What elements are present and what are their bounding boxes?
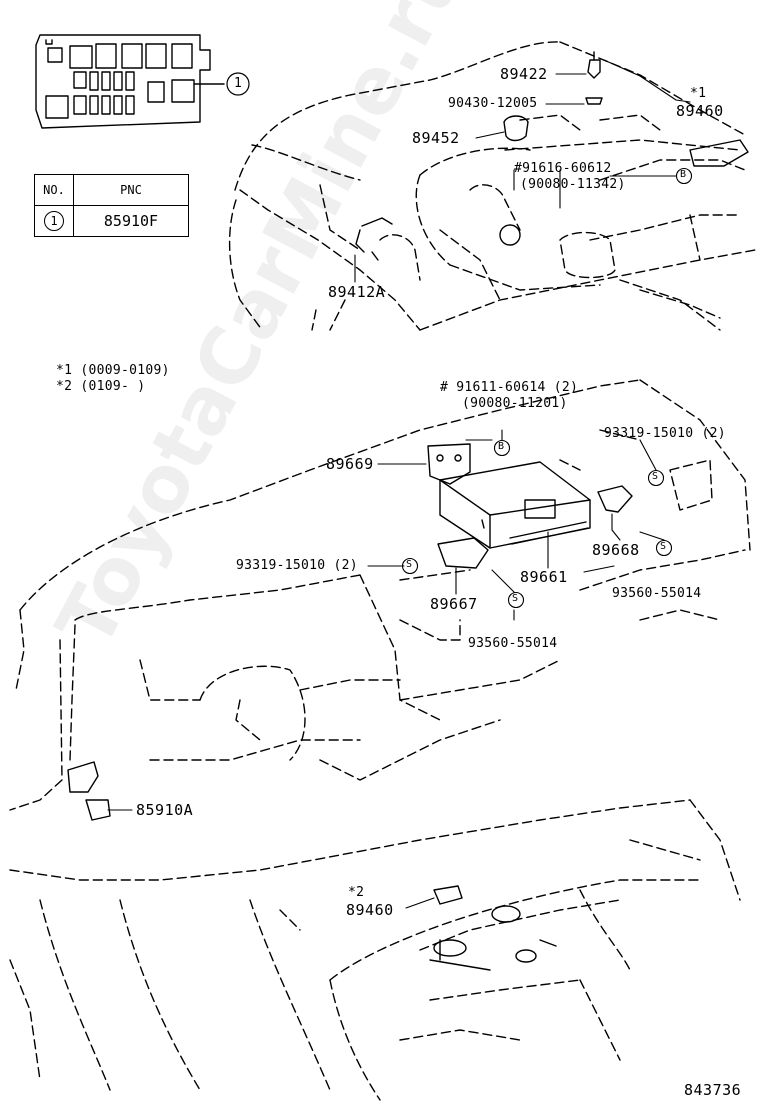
part-90430-12005-label: 90430-12005 (448, 96, 538, 111)
lower-drawing (9, 799, 741, 1101)
engine-bay-drawing (228, 41, 756, 331)
table-header-no: NO. (34, 174, 74, 206)
figure-number: 843736 (684, 1081, 742, 1099)
part-89460-lower-label: 89460 (346, 901, 394, 919)
part-89412A-label: 89412A (328, 283, 386, 301)
part-89460-upper-label: 89460 (676, 102, 724, 120)
connector-85910A-drawing (67, 761, 111, 821)
part-89667-label: 89667 (430, 595, 478, 613)
part-91616-60612-label: #91616-60612 (514, 161, 612, 176)
symbol-s-left-label: S (406, 559, 413, 570)
part-89452-label: 89452 (412, 129, 460, 147)
symbol-s-center-label: S (512, 593, 519, 604)
symbol-circles-middle (401, 439, 673, 609)
table-cell-no: 1 (34, 205, 74, 237)
lower-leader-lines (405, 897, 435, 909)
upper-leader-lines (354, 59, 691, 283)
part-93560-55014-right-label: 93560-55014 (612, 586, 702, 601)
parts-table: NO. PNC 1 85910F (34, 174, 189, 237)
part-89669-label: 89669 (326, 455, 374, 473)
bracket-89667-drawing (437, 537, 489, 569)
engine-parts-drawing (355, 51, 749, 261)
symbol-b-upper-label: B (680, 169, 687, 180)
bracket-89668-drawing (597, 485, 633, 513)
star-1-label: *1 (690, 86, 707, 101)
table-cell-pnc: 85910F (73, 205, 189, 237)
bracket-89669-drawing (427, 443, 471, 485)
callout-1-label: 1 (234, 76, 243, 91)
callout-circle-1 (226, 72, 250, 96)
note-2: *2 (0109- ) (56, 379, 146, 394)
part-93560-55014-center-label: 93560-55014 (468, 636, 558, 651)
ecu-drawing (439, 461, 591, 549)
part-90080-11342-label: (90080-11342) (520, 177, 626, 192)
part-89422-label: 89422 (500, 65, 548, 83)
symbol-s-right-upper-label: S (652, 471, 659, 482)
star-2-label: *2 (348, 885, 365, 900)
part-89668-label: 89668 (592, 541, 640, 559)
note-1: *1 (0009-0109) (56, 363, 170, 378)
part-93319-15010-left-label: 93319-15010 (2) (236, 558, 358, 573)
table-row-callout-circle: 1 (44, 211, 64, 231)
part-91611-60614-label: # 91611-60614 (2) (440, 380, 579, 395)
part-90080-11201-label: (90080-11201) (462, 396, 568, 411)
table-header-pnc: PNC (73, 174, 189, 206)
middle-leader-lines (107, 429, 665, 811)
junction-block-drawing (35, 34, 225, 129)
dash-drawing (9, 379, 751, 811)
part-93319-15010-right-label: 93319-15010 (2) (604, 426, 726, 441)
part-89661-label: 89661 (520, 568, 568, 586)
symbol-s-right-lower-label: S (660, 541, 667, 552)
part-85910A-label: 85910A (136, 801, 194, 819)
symbol-b-middle-label: B (498, 441, 505, 452)
lower-parts-drawing (429, 885, 557, 971)
symbol-circle-b-upper (675, 167, 693, 185)
